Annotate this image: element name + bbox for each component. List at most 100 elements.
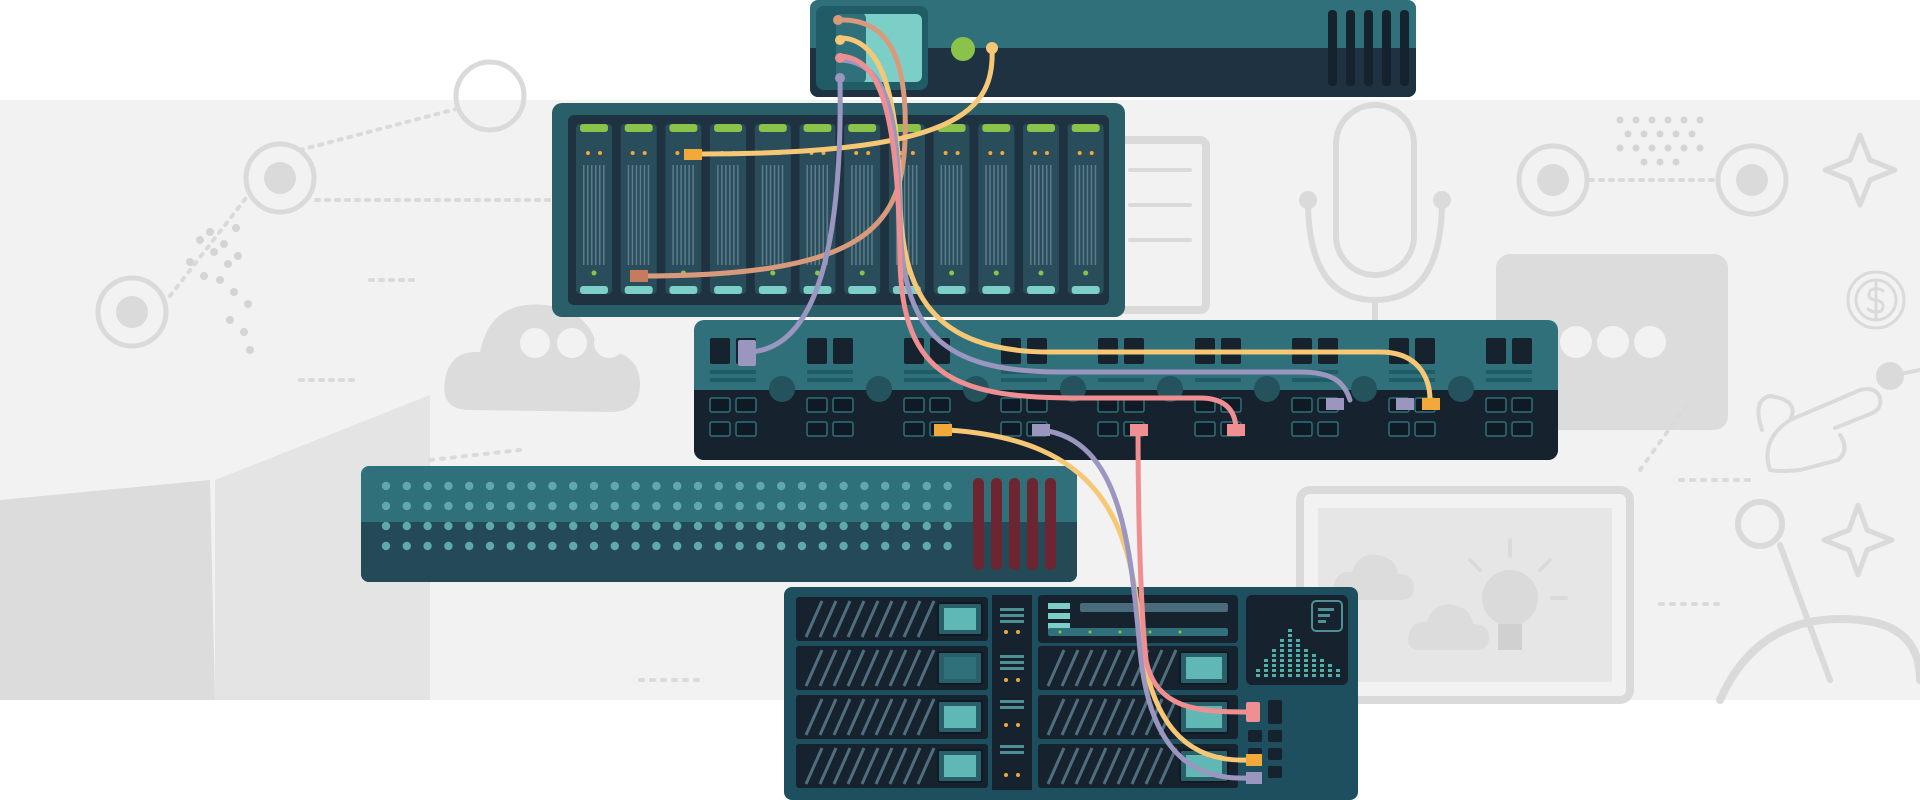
drive-led [1077, 151, 1082, 155]
drive-vent-line [989, 165, 991, 265]
blade-slot-stripe [874, 747, 894, 785]
patch-panel-port-dot [465, 501, 474, 511]
drive-vent-line [851, 165, 853, 265]
patch-panel-port-dot [693, 541, 703, 551]
switch-rj45-port [1511, 397, 1533, 413]
switch-sfp-port [1486, 338, 1506, 364]
patch-panel-port-dot [735, 541, 744, 551]
drive-led [630, 151, 635, 155]
patch-panel-port-dot [485, 541, 495, 551]
network-node-icon [1516, 143, 1789, 217]
dotted-lines [428, 398, 1752, 682]
equalizer-cell [1328, 669, 1332, 672]
drive-vent-line [960, 165, 963, 265]
blade-slot-screen [1186, 657, 1222, 679]
drive-bay-top-light [758, 124, 787, 132]
drive-vent-line [911, 165, 914, 265]
drive-vent-line [721, 165, 723, 265]
drive-led [988, 151, 993, 155]
patch-panel-port-dot [860, 541, 869, 551]
switch-rj45-port [1291, 421, 1313, 437]
cable-pink-blade [1135, 427, 1251, 715]
patch-panel-unit [361, 466, 1077, 582]
drive-bay [665, 124, 702, 294]
switch-port-bar [904, 378, 950, 382]
drive-bay [933, 124, 970, 294]
blade-slot-stripe [916, 698, 936, 736]
patch-panel-port-dot [465, 541, 474, 551]
drive-status-led [591, 270, 597, 276]
patch-panel-port-dot [527, 521, 536, 531]
drive-vent-line [680, 165, 682, 265]
patch-panel-port-dot [506, 501, 515, 511]
blade-slot-stripe [916, 600, 936, 638]
switch-port-bar [710, 370, 756, 374]
blade-slot-stripe [1102, 747, 1122, 785]
drive-bay-top-light [1071, 124, 1100, 132]
switch-rj45-port [709, 421, 731, 437]
blade-center-leds [1004, 630, 1020, 777]
equalizer-cell [1312, 654, 1316, 657]
switch-rj45-port [903, 421, 925, 437]
equalizer-cell [1296, 674, 1300, 677]
drive-vent-line [692, 165, 694, 265]
patch-panel-port-dot [881, 501, 890, 511]
drive-vent-line [940, 165, 943, 265]
drive-status-led [949, 270, 955, 276]
drive-vent-line [639, 165, 642, 265]
drive-bay-top-light [1027, 124, 1055, 132]
blade-slot-stripe [1088, 649, 1108, 687]
drive-led [854, 151, 859, 155]
drive-array-inner [568, 115, 1109, 305]
drive-status-led [1083, 270, 1089, 276]
blade-slot-stripe [888, 747, 908, 785]
drive-led [943, 151, 948, 155]
drive-vent-line [907, 165, 910, 265]
patch-panel-port-dot [444, 521, 453, 531]
patch-panel-port-dot [506, 541, 515, 551]
drive-bay [978, 124, 1015, 294]
blade-slot-stripe [1158, 747, 1178, 785]
drive-vent-line [627, 165, 630, 265]
equalizer-cell [1320, 659, 1324, 662]
drive-status-led [770, 270, 776, 276]
switch-port-group [806, 338, 892, 437]
drive-bay-bottom-light [669, 286, 698, 294]
blade-slot-stripe [804, 600, 824, 638]
drive-led [1089, 151, 1094, 155]
blade-slot-right [1038, 646, 1238, 690]
switch-port-bar [1001, 378, 1047, 382]
blade-slot-stripe [860, 747, 880, 785]
blade-slot-left [796, 695, 988, 739]
patch-panel-port-dot [652, 521, 661, 531]
equalizer-cell [1320, 674, 1324, 677]
drive-bay-bottom-light [1071, 286, 1100, 294]
switch-rj45-port [1000, 397, 1022, 413]
equalizer-cell [1264, 664, 1268, 667]
blade-slot-stripe [846, 698, 866, 736]
sparkle-icon [1821, 132, 1898, 578]
equalizer-cell [1280, 664, 1284, 667]
patch-panel-port-dot [714, 521, 723, 531]
patch-panel-port-dot [610, 521, 619, 531]
drive-led [586, 151, 590, 155]
patch-panel-port-dot [610, 501, 619, 511]
equalizer-cell [1280, 654, 1284, 657]
dial-icon [1716, 499, 1920, 704]
blade-slot-stripe [846, 600, 866, 638]
blade-slot-stripe [1102, 698, 1122, 736]
drive-vent-line [1042, 165, 1044, 265]
blade-slot-stripe [846, 747, 866, 785]
patch-panel-port-dot [423, 501, 432, 511]
patch-panel-port-dot [465, 521, 474, 531]
blade-slot-left [796, 646, 988, 690]
blade-slot-stripe [916, 747, 936, 785]
drive-bay-bottom-light [580, 286, 608, 294]
patch-panel-port-dot [943, 501, 952, 511]
drive-bay-bottom-light [714, 286, 743, 294]
switch-rj45-port [1414, 421, 1436, 437]
switch-sfp-port [807, 338, 827, 364]
blade-slot-right [1038, 695, 1238, 739]
blade-center-lines [1000, 608, 1024, 754]
blade-slot-left [796, 744, 988, 788]
